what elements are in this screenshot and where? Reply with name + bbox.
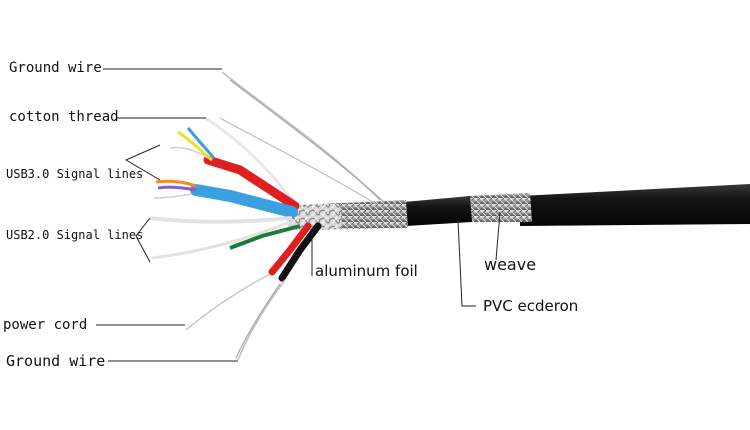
label-usb2-signal-lines: USB2.0 Signal lines xyxy=(6,228,144,242)
leader-pvc xyxy=(457,219,476,307)
yellow-wire xyxy=(177,130,213,162)
ground-wire-strands-bottom xyxy=(237,279,286,361)
pvc-sleeve xyxy=(404,196,472,226)
orange-wire xyxy=(155,179,197,188)
label-cotton-thread: cotton thread xyxy=(9,109,119,125)
cotton-thread xyxy=(204,116,302,211)
blue-signal-pair xyxy=(190,184,298,218)
red-signal-pair xyxy=(203,155,300,211)
label-pvc-ecderon: PVC ecderon xyxy=(483,297,579,315)
label-aluminum-foil: aluminum foil xyxy=(315,262,418,280)
usb2-white-wires xyxy=(149,216,293,224)
cable-jacket xyxy=(520,184,750,226)
leader-weave xyxy=(495,211,501,261)
purple-wire xyxy=(157,185,197,192)
label-weave: weave xyxy=(484,255,537,274)
thin-blue-wire xyxy=(186,127,216,160)
leader-usb2-signal xyxy=(135,217,151,263)
label-usb3-signal-lines: USB3.0 Signal lines xyxy=(6,167,144,181)
green-wire xyxy=(229,224,301,250)
red-power-wire xyxy=(268,222,312,276)
aluminum-foil-wrap xyxy=(286,204,342,230)
label-power-cord: power cord xyxy=(3,317,88,333)
leader-lines xyxy=(96,68,501,362)
braid-weave xyxy=(468,193,532,222)
label-ground-wire-top: Ground wire xyxy=(9,60,102,76)
label-ground-wire-bottom: Ground wire xyxy=(6,352,106,370)
leader-usb3-signal xyxy=(124,144,161,181)
